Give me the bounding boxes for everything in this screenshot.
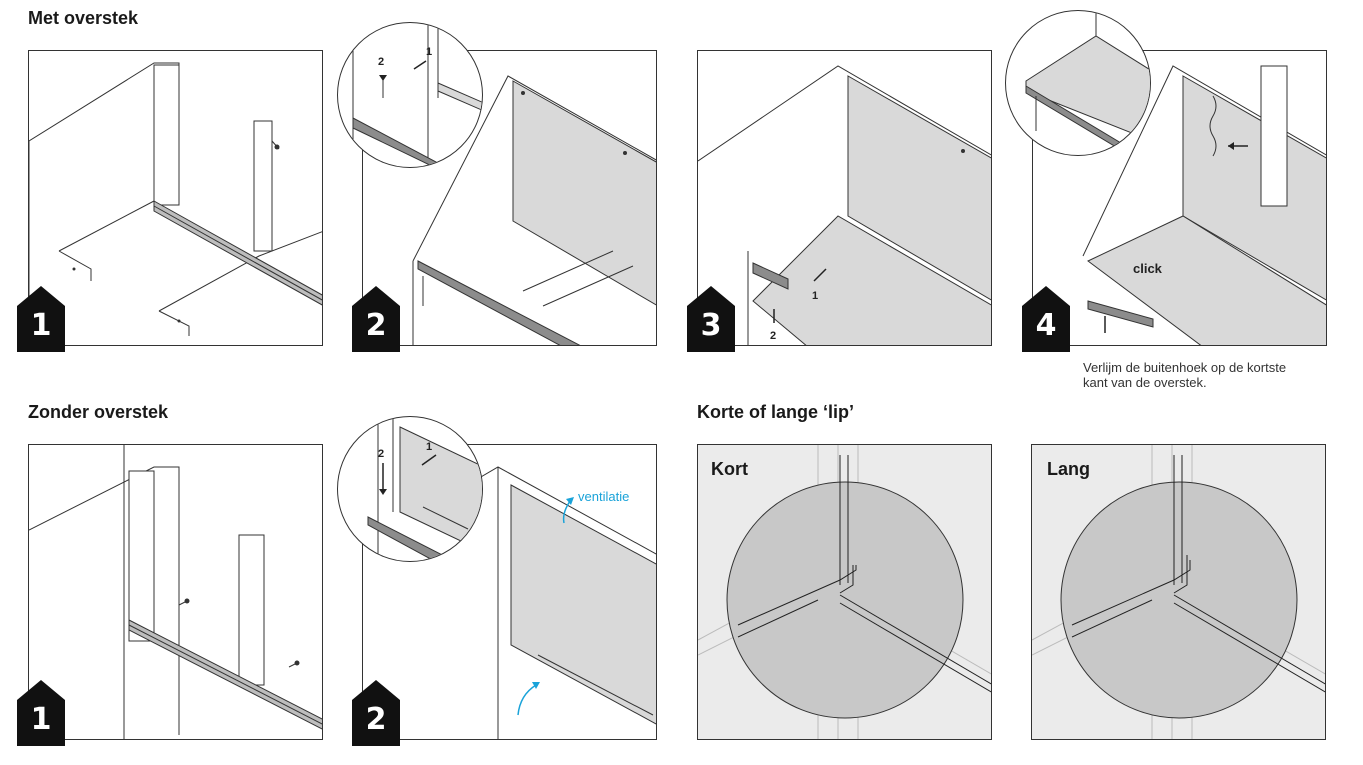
step-badge-met-4: 4 bbox=[1022, 286, 1070, 352]
step-badge-met-1: 1 bbox=[17, 286, 65, 352]
svg-text:2: 2 bbox=[378, 56, 384, 68]
svg-text:1: 1 bbox=[426, 441, 432, 453]
step-4-met-detail-inset bbox=[1005, 10, 1151, 156]
svg-text:1: 1 bbox=[426, 46, 432, 58]
lip-kort-illustration bbox=[698, 445, 991, 739]
lip-lang-illustration bbox=[1032, 445, 1325, 739]
step-1-met-panel bbox=[28, 50, 323, 346]
section-title-zonder-overstek: Zonder overstek bbox=[28, 402, 169, 422]
lip-kort-label: Kort bbox=[711, 459, 748, 479]
lip-lang-label: Lang bbox=[1047, 459, 1090, 479]
step-2-zonder-detail-inset: 2 1 bbox=[337, 416, 483, 562]
step-4-met-panel: click bbox=[1032, 50, 1327, 346]
step-1-zonder-panel bbox=[28, 444, 323, 740]
svg-text:ventilatie: ventilatie bbox=[578, 489, 629, 504]
step-4-met-illustration: click bbox=[1082, 65, 1326, 345]
section-title-met-overstek: Met overstek bbox=[28, 8, 139, 28]
step-2-met-illustration bbox=[412, 75, 656, 345]
step-2-zonder-illustration: ventilatie bbox=[432, 466, 656, 739]
step-badge-met-3: 3 bbox=[687, 286, 735, 352]
step-4-caption: Verlijm de buitenhoek op de kortste kant… bbox=[1083, 360, 1287, 390]
step-badge-zonder-2: 2 bbox=[352, 680, 400, 746]
step-1-met-illustration bbox=[29, 62, 322, 345]
step-1-zonder-illustration bbox=[29, 445, 322, 739]
step-badge-zonder-1: 1 bbox=[17, 680, 65, 746]
section-title-lip: Korte of lange ‘lip’ bbox=[697, 402, 855, 422]
step-2-zonder-panel: ventilatie bbox=[362, 444, 657, 740]
lip-lang-panel: Lang bbox=[1031, 444, 1326, 740]
svg-text:2: 2 bbox=[378, 448, 384, 460]
step-3-met-panel: 1 2 bbox=[697, 50, 992, 346]
step-badge-met-2: 2 bbox=[352, 286, 400, 352]
step-2-met-detail-inset: 2 1 bbox=[337, 22, 483, 168]
svg-text:2: 2 bbox=[770, 330, 776, 342]
step-3-met-illustration: 1 2 bbox=[698, 65, 991, 345]
svg-text:click: click bbox=[1133, 261, 1163, 276]
svg-text:1: 1 bbox=[812, 290, 818, 302]
lip-kort-panel: Kort bbox=[697, 444, 992, 740]
